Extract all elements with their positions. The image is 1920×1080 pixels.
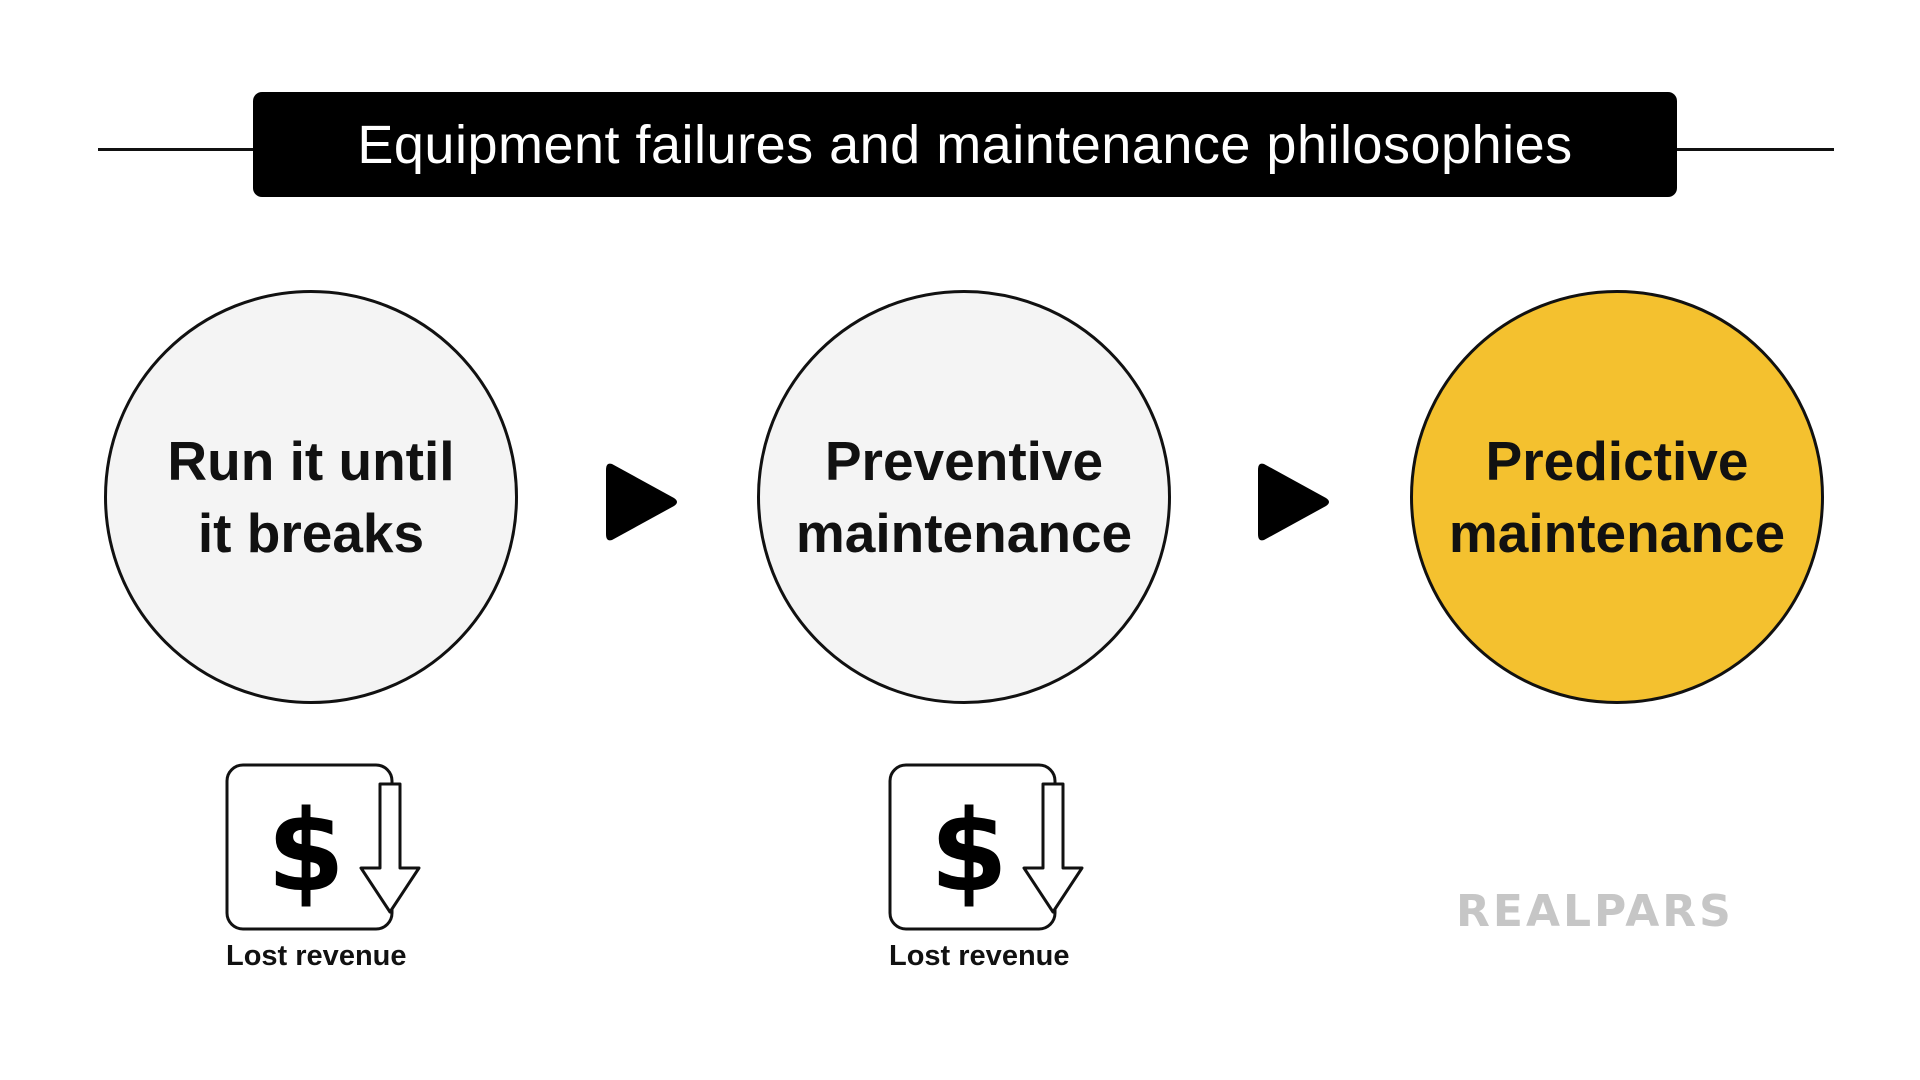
stage-label: Run it until it breaks <box>147 425 474 569</box>
lost-revenue-outcome: $ Lost revenue <box>224 762 434 982</box>
dollar-symbol: $ <box>267 787 345 917</box>
stage-label-line1: Run it until <box>167 430 455 492</box>
stage-label-line1: Predictive <box>1485 430 1749 492</box>
outcome-label: Lost revenue <box>889 940 1070 972</box>
stage-predictive: Predictive maintenance <box>1410 290 1824 704</box>
stage-label: Predictive maintenance <box>1429 425 1805 569</box>
dollar-down-arrow-icon: $ <box>888 763 1084 931</box>
title-rule-left <box>98 148 258 151</box>
stage-label: Preventive maintenance <box>776 425 1152 569</box>
realpars-logo: REALPARS <box>1456 887 1812 937</box>
dollar-symbol: $ <box>930 787 1008 917</box>
diagram-title: Equipment failures and maintenance philo… <box>357 114 1573 175</box>
lost-revenue-outcome: $ Lost revenue <box>887 762 1097 982</box>
brand-wordmark: REALPARS <box>1456 886 1734 937</box>
dollar-down-arrow-icon: $ <box>225 763 421 931</box>
stage-label-line1: Preventive <box>824 430 1104 492</box>
outcome-label: Lost revenue <box>226 940 407 972</box>
stage-label-line2: it breaks <box>197 502 425 564</box>
title-banner: Equipment failures and maintenance philo… <box>253 92 1677 197</box>
stage-label-line2: maintenance <box>795 502 1133 564</box>
stage-label-line2: maintenance <box>1448 502 1786 564</box>
play-arrow-icon <box>1258 463 1329 541</box>
play-arrow-icon <box>606 463 677 541</box>
stage-preventive: Preventive maintenance <box>757 290 1171 704</box>
stage-run-to-failure: Run it until it breaks <box>104 290 518 704</box>
title-rule-right <box>1672 148 1834 151</box>
